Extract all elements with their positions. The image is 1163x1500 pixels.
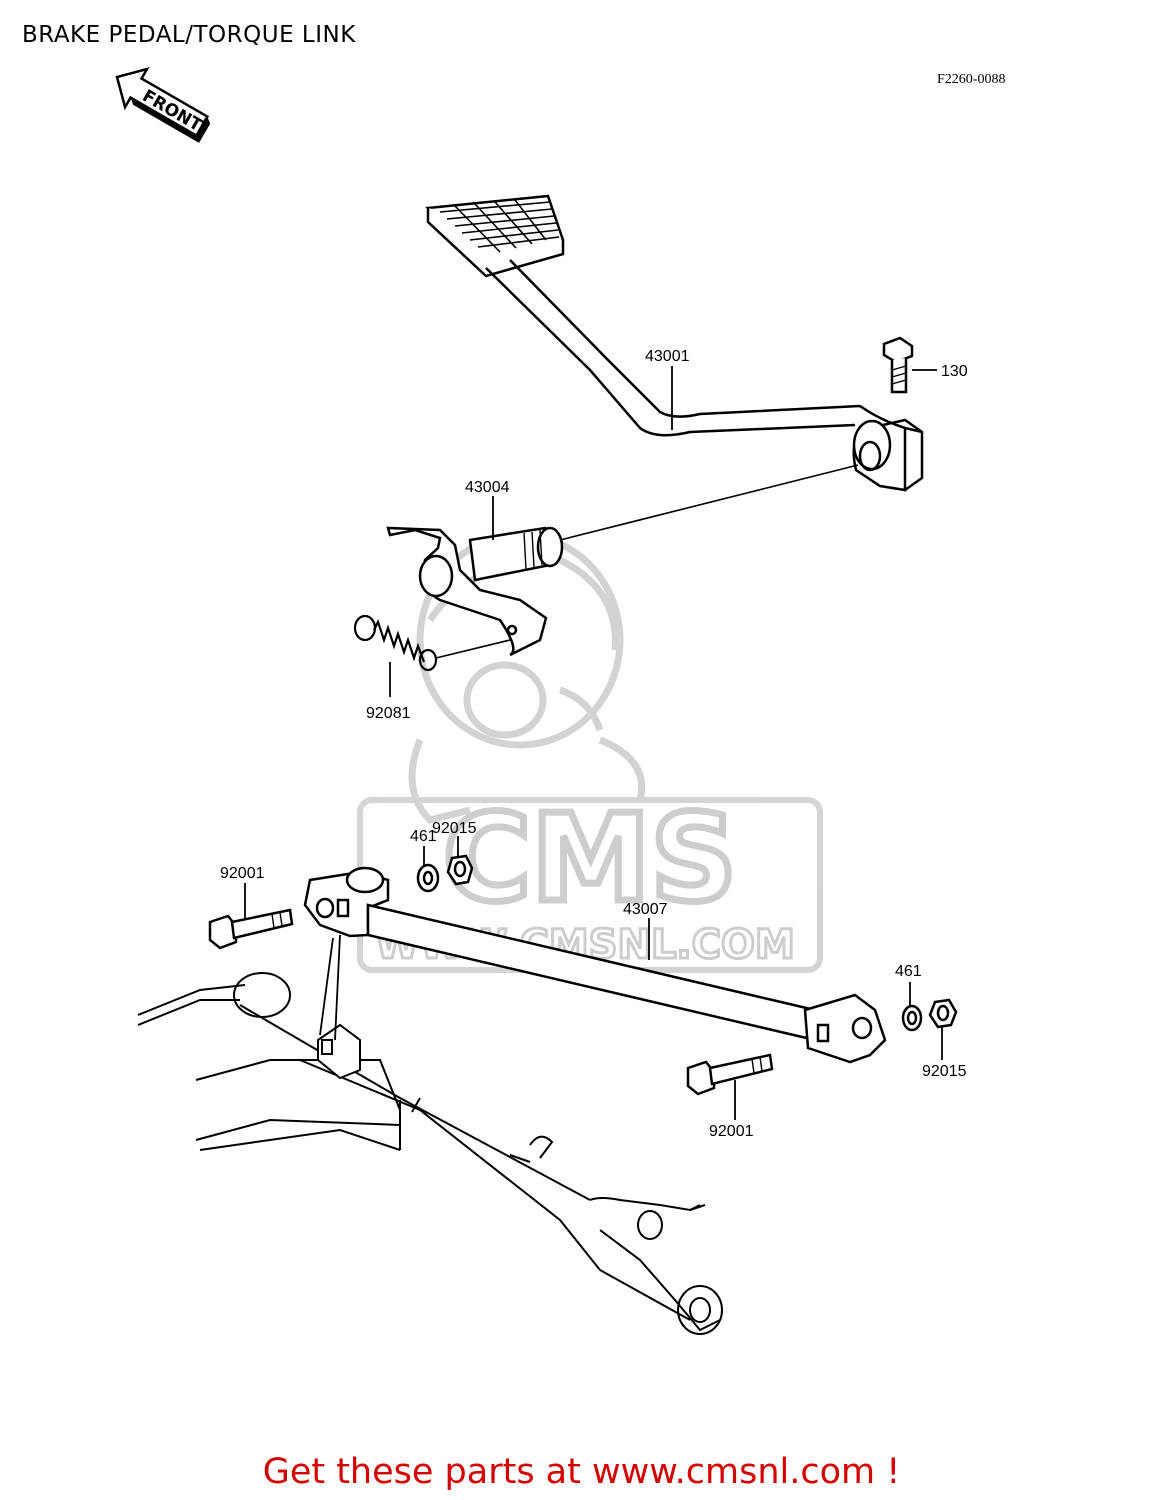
return-spring-92081 — [353, 614, 511, 672]
watermark: CMS WWW.CMSNL.COM — [357, 531, 823, 973]
part-label-130: 130 — [941, 363, 968, 380]
bolt-130 — [882, 336, 914, 394]
part-label-92015-lower: 92015 — [922, 1063, 967, 1080]
torque-link-43007 — [303, 866, 887, 1064]
part-label-461-lower: 461 — [895, 963, 922, 980]
page-title: BRAKE PEDAL/TORQUE LINK — [22, 22, 356, 48]
bolt-92001-upper — [208, 908, 294, 950]
leader-lines — [244, 366, 943, 1120]
brake-pedal-43001 — [425, 194, 924, 492]
part-label-43001: 43001 — [645, 348, 690, 365]
part-label-92015-upper: 92015 — [432, 820, 477, 837]
swingarm-frame — [137, 972, 723, 1335]
front-arrow-icon: FRONT — [115, 67, 211, 143]
part-labels: 43001 130 43004 92081 92015 461 92001 43… — [220, 348, 968, 1140]
nut-92015-lower — [928, 998, 958, 1029]
part-label-43004: 43004 — [465, 479, 510, 496]
diagram-reference-code: F2260-0088 — [937, 72, 1006, 87]
assembly-line — [559, 464, 859, 541]
part-label-43007: 43007 — [623, 901, 668, 918]
nut-92015-upper — [446, 854, 474, 886]
watermark-brand: CMS — [443, 790, 737, 929]
part-label-92001-upper: 92001 — [220, 865, 265, 882]
washer-461-lower — [901, 1004, 923, 1032]
bolt-92001-lower — [686, 1053, 774, 1096]
part-label-92081: 92081 — [366, 705, 411, 722]
washer-461-upper — [416, 863, 440, 893]
part-label-92001-lower: 92001 — [709, 1123, 754, 1140]
pedal-shaft-43004 — [386, 526, 564, 657]
part-label-461-upper: 461 — [410, 828, 437, 845]
footer-call-to-action[interactable]: Get these parts at www.cmsnl.com ! — [262, 1452, 901, 1492]
